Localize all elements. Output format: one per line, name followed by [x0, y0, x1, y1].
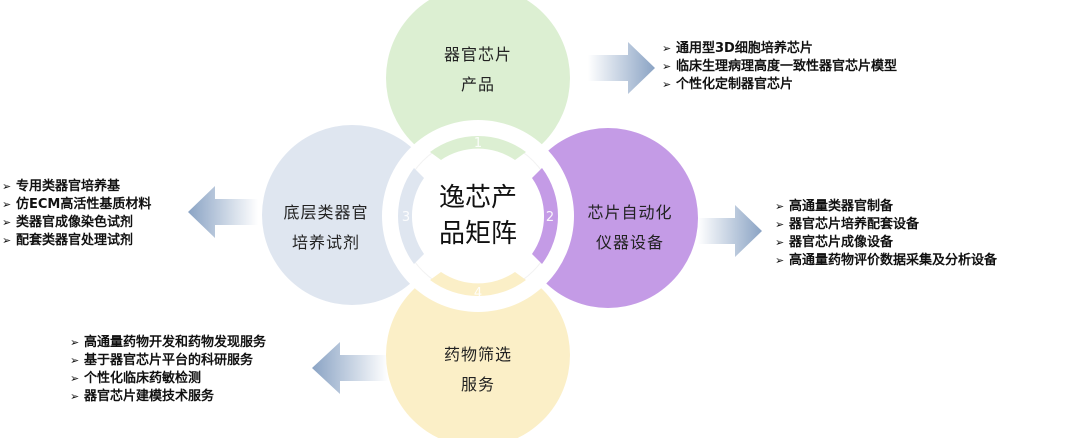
list-item: ➢配套类器官处理试剂: [2, 233, 134, 248]
petal-bottom-label: 药物筛选 服务: [418, 340, 538, 400]
bullet-icon: ➢: [775, 200, 785, 213]
arrow-top-right: [588, 42, 655, 94]
petal-left-number: 3: [401, 210, 411, 225]
center-title-line1: 逸芯产: [438, 183, 517, 213]
arc-left: [398, 168, 424, 264]
bullet-icon: ➢: [2, 180, 12, 193]
petal-top-label: 器官芯片 产品: [418, 40, 538, 100]
list-item: ➢仿ECM高活性基质材料: [2, 197, 152, 212]
petal-left-label: 底层类器官 培养试剂: [266, 198, 386, 258]
list-bottom: ➢高通量药物开发和药物发现服务 ➢基于器官芯片平台的科研服务 ➢个性化临床药敏检…: [70, 334, 266, 406]
bullet-icon: ➢: [70, 336, 80, 349]
petal-right-line1: 芯片自动化: [587, 203, 673, 222]
bullet-icon: ➢: [70, 354, 80, 367]
bullet-icon: ➢: [662, 42, 672, 55]
arrow-mid-right: [698, 205, 762, 257]
list-left: ➢专用类器官培养基 ➢仿ECM高活性基质材料 ➢类器官成像染色试剂 ➢配套类器官…: [2, 178, 151, 250]
petal-left-line2: 培养试剂: [291, 233, 360, 252]
bullet-icon: ➢: [662, 60, 672, 73]
list-item: ➢高通量类器官制备: [775, 199, 894, 214]
arc-right: [532, 168, 558, 264]
petal-bottom-line1: 药物筛选: [443, 345, 512, 364]
bullet-icon: ➢: [70, 372, 80, 385]
bullet-icon: ➢: [775, 218, 785, 231]
petal-bottom-line2: 服务: [460, 375, 495, 394]
bullet-icon: ➢: [2, 216, 12, 229]
petal-left-line1: 底层类器官: [283, 203, 369, 222]
arc-top: [430, 135, 526, 160]
list-item: ➢临床生理病理高度一致性器官芯片模型: [662, 59, 898, 74]
petal-bottom-number: 4: [473, 286, 483, 301]
bullet-icon: ➢: [662, 78, 672, 91]
petal-right-line2: 仪器设备: [595, 233, 664, 252]
bullet-icon: ➢: [2, 234, 12, 247]
petal-top: [386, 0, 570, 170]
list-item: ➢基于器官芯片平台的科研服务: [70, 353, 254, 368]
petal-top-number: 1: [473, 136, 483, 151]
list-item: ➢类器官成像染色试剂: [2, 215, 134, 230]
center-title: 逸芯产 品矩阵: [418, 180, 538, 252]
bullet-icon: ➢: [70, 390, 80, 403]
arrow-left: [188, 186, 258, 238]
list-item: ➢个性化临床药敏检测: [70, 371, 202, 386]
list-item: ➢器官芯片培养配套设备: [775, 217, 920, 232]
list-item: ➢器官芯片成像设备: [775, 235, 894, 250]
petal-right-number: 2: [545, 210, 555, 225]
list-item: ➢高通量药物评价数据采集及分析设备: [775, 253, 998, 268]
petal-top-line1: 器官芯片: [443, 45, 512, 64]
list-item: ➢通用型3D细胞培养芯片: [662, 41, 813, 56]
list-item: ➢专用类器官培养基: [2, 179, 121, 194]
list-top: ➢通用型3D细胞培养芯片 ➢临床生理病理高度一致性器官芯片模型 ➢个性化定制器官…: [662, 40, 897, 94]
petal-top-line2: 产品: [460, 75, 495, 94]
bullet-icon: ➢: [2, 198, 12, 211]
list-item: ➢个性化定制器官芯片: [662, 77, 794, 92]
bullet-icon: ➢: [775, 254, 785, 267]
list-right: ➢高通量类器官制备 ➢器官芯片培养配套设备 ➢器官芯片成像设备 ➢高通量药物评价…: [775, 198, 997, 270]
petal-bottom: [386, 263, 570, 438]
petal-right-label: 芯片自动化 仪器设备: [570, 198, 690, 258]
list-item: ➢高通量药物开发和药物发现服务: [70, 335, 267, 350]
arrow-bottom-left: [312, 342, 388, 394]
list-item: ➢器官芯片建模技术服务: [70, 389, 215, 404]
arc-bottom: [430, 272, 526, 296]
center-title-line2: 品矩阵: [438, 219, 517, 249]
bullet-icon: ➢: [775, 236, 785, 249]
